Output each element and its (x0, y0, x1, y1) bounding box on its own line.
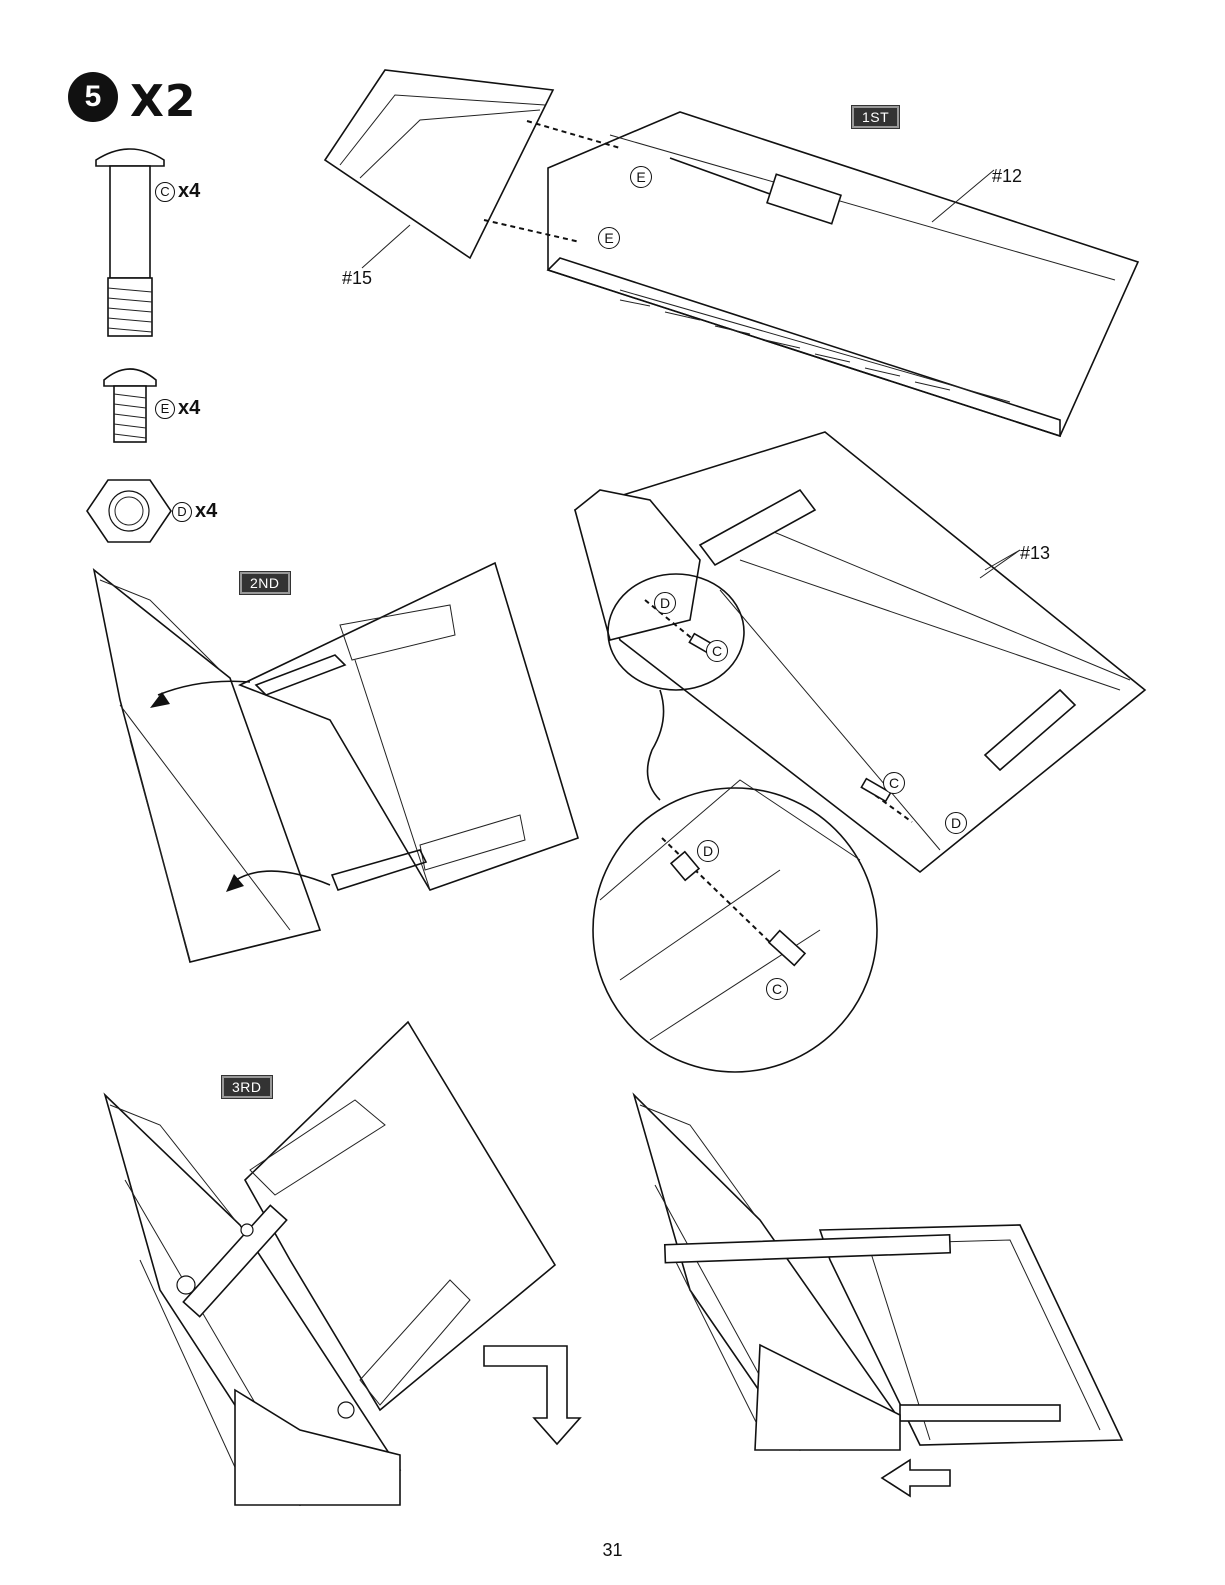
stage-first-tag: 1ST (852, 106, 899, 128)
hardware-d-qty: x4 (195, 500, 217, 523)
callout-d-zoom-small: D (654, 592, 676, 614)
callout-c-zoom-small: C (706, 640, 728, 662)
hardware-e-letter: E (155, 399, 175, 419)
hardware-c-label: C x4 (155, 180, 200, 203)
shoulder-bolt-icon (96, 149, 164, 336)
hardware-c-qty: x4 (178, 180, 200, 203)
callout-d-zoom-large: D (697, 840, 719, 862)
hardware-c-letter: C (155, 182, 175, 202)
part-15-label: #15 (342, 268, 372, 289)
folded-drawing (634, 1095, 1122, 1496)
screw-icon (104, 369, 156, 442)
callout-d-frame: D (945, 812, 967, 834)
hex-nut-icon (87, 480, 171, 542)
stage-third-tag: 3RD (222, 1076, 272, 1098)
part-12-label: #12 (992, 166, 1022, 187)
callout-c-frame: C (883, 772, 905, 794)
hardware-e-label: E x4 (155, 397, 200, 420)
part-13-label: #13 (1020, 543, 1050, 564)
second-stage-drawing (94, 563, 578, 962)
page-number: 31 (0, 1540, 1225, 1561)
hardware-e-qty: x4 (178, 397, 200, 420)
callout-e-lower: E (598, 227, 620, 249)
third-stage-drawing (105, 1022, 580, 1505)
stage-second-tag: 2ND (240, 572, 290, 594)
callout-e-upper: E (630, 166, 652, 188)
hardware-d-letter: D (172, 502, 192, 522)
callout-c-zoom-large: C (766, 978, 788, 1000)
hardware-d-label: D x4 (172, 500, 217, 523)
frame-13-drawing (575, 432, 1145, 1072)
first-stage-drawing (325, 70, 1138, 436)
